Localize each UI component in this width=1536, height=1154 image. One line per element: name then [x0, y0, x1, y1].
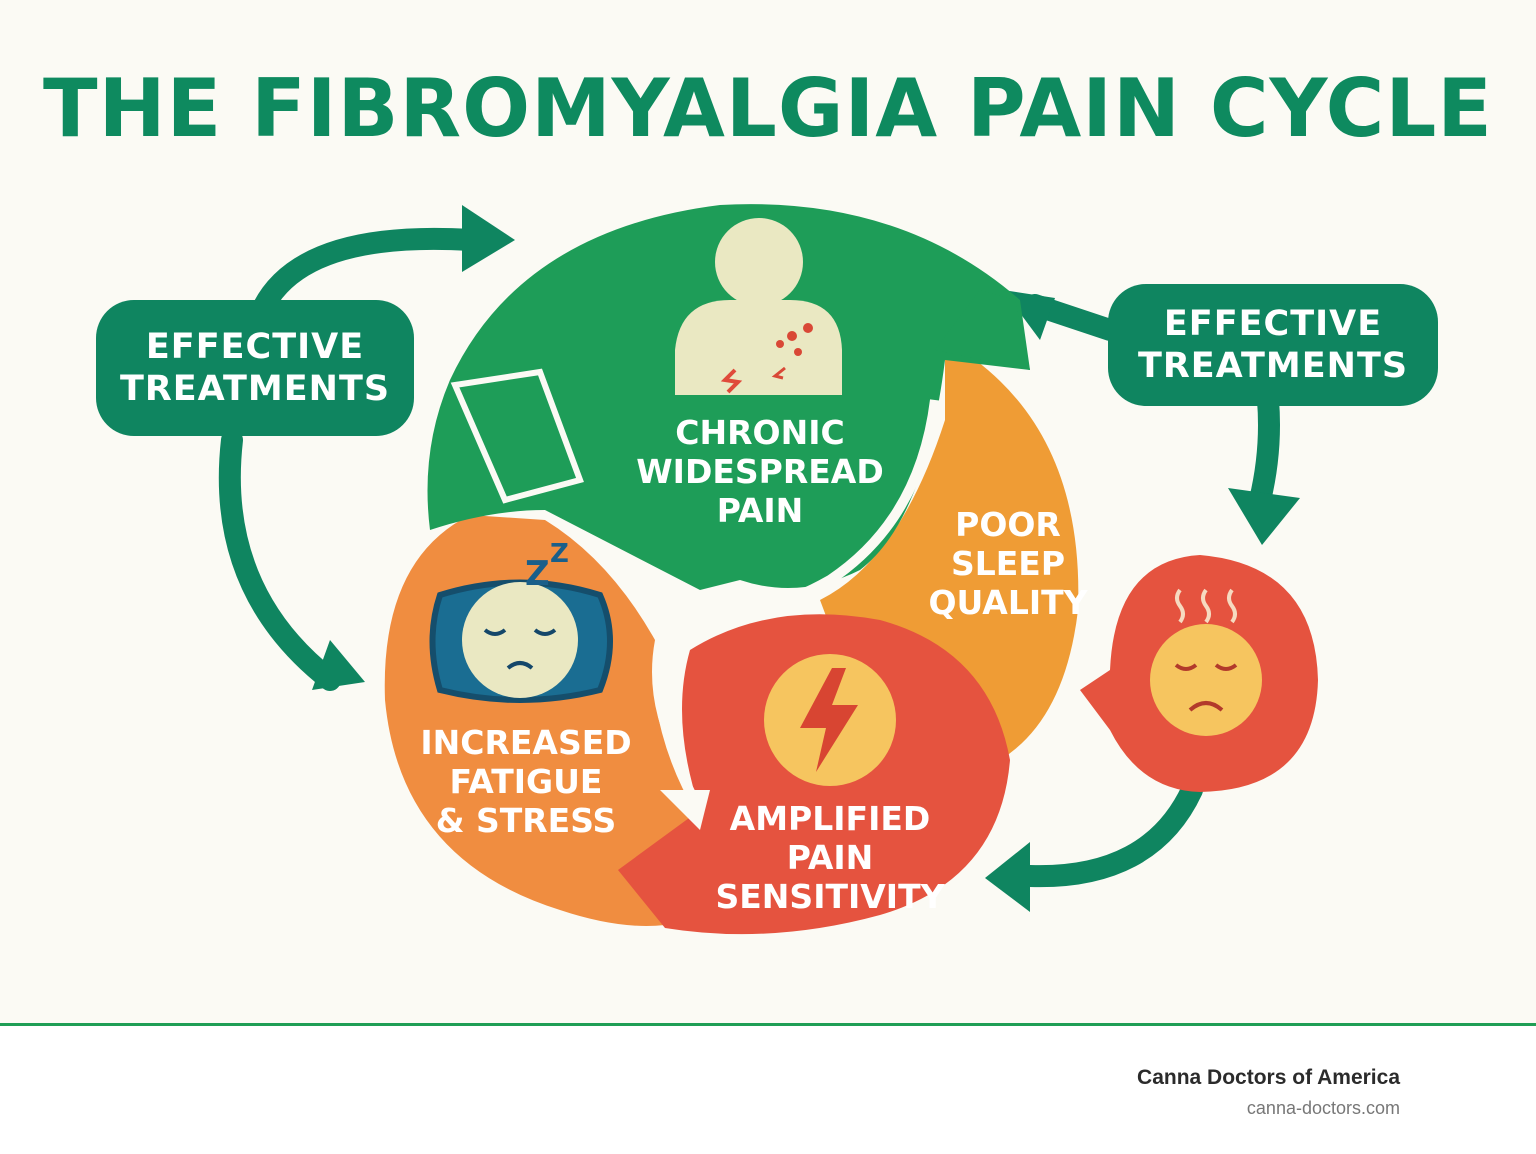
amplified-line1: AMPLIFIED: [729, 799, 931, 838]
chronic-segment: [427, 204, 1030, 590]
fatigue-label: INCREASED FATIGUE & STRESS: [410, 723, 642, 841]
treatment-left-line1: EFFECTIVE: [145, 327, 365, 367]
amplified-line2: PAIN: [786, 837, 874, 877]
fatigue-line2: FATIGUE: [449, 761, 603, 801]
chronic-label: CHRONIC WIDESPREAD PAIN: [620, 413, 900, 531]
chronic-line3: PAIN: [716, 490, 804, 530]
green-arrow-left: [450, 368, 584, 504]
left-treatment-arrows: [218, 227, 481, 691]
arrowhead-top-left: [462, 205, 515, 272]
sleep-line3: QUALITY: [928, 582, 1088, 622]
arrowhead-bottom-left: [312, 640, 365, 690]
lightning-icon: [764, 654, 896, 786]
sleep-line1: POOR: [955, 505, 1061, 544]
fatigue-line3: & STRESS: [435, 800, 617, 840]
sleep-label: POOR SLEEP QUALITY: [920, 505, 1096, 623]
amplified-label: AMPLIFIED PAIN SENSITIVITY: [700, 799, 960, 917]
footer: [0, 1026, 1536, 1154]
chronic-line2: WIDESPREAD: [636, 451, 884, 491]
footer-divider: [0, 1023, 1536, 1026]
red-arrowhead: [660, 790, 710, 830]
treatment-left-line2: TREATMENTS: [119, 369, 391, 409]
amplified-line3: SENSITIVITY: [715, 876, 945, 916]
arrowhead-right-down: [1228, 488, 1300, 545]
page-title: THE FIBROMYALGIA PAIN CYCLE: [43, 62, 1493, 155]
chronic-line1: CHRONIC: [675, 413, 845, 452]
treatment-right-line1: EFFECTIVE: [1163, 304, 1383, 344]
sleeping-face-icon: Z Z: [429, 539, 613, 703]
footer-site: canna-doctors.com: [1246, 1098, 1400, 1118]
distressed-face-node: [1080, 555, 1318, 792]
green-arrow-right: [935, 290, 1030, 370]
cycle-diagram: Z Z: [218, 204, 1318, 935]
treatment-right-line2: TREATMENTS: [1137, 346, 1409, 386]
sleep-line2: SLEEP: [950, 543, 1066, 583]
treatment-pill-right: EFFECTIVE TREATMENTS: [1108, 284, 1438, 406]
arrowhead-bottom-right: [985, 842, 1030, 912]
svg-text:Z: Z: [550, 539, 569, 569]
footer-brand: Canna Doctors of America: [1137, 1066, 1400, 1089]
svg-text:Z: Z: [525, 554, 550, 594]
body-pain-icon: [675, 218, 842, 395]
fatigue-line1: INCREASED: [420, 723, 632, 762]
treatment-pill-left: EFFECTIVE TREATMENTS: [96, 300, 414, 436]
divider-swoosh: [653, 399, 940, 813]
